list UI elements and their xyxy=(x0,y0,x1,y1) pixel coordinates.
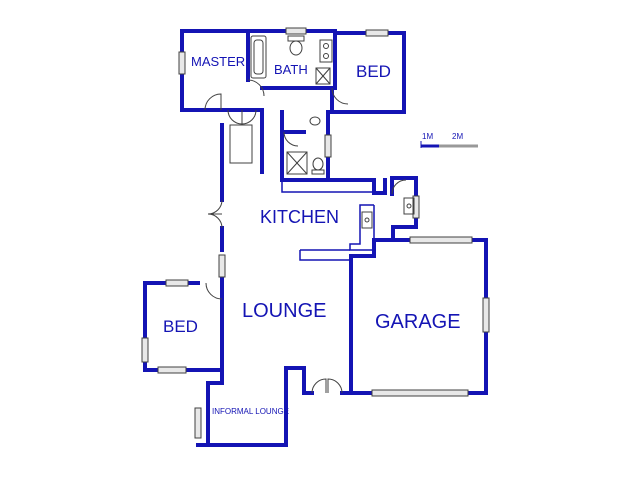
basin-icon xyxy=(319,39,333,63)
window-corridor xyxy=(218,254,226,278)
basin-drain-1 xyxy=(323,43,329,49)
window-garage-top xyxy=(409,236,473,244)
window-master xyxy=(178,51,186,75)
shower-cross-2 xyxy=(315,67,331,85)
bathtub-inner xyxy=(253,39,264,75)
window-garage-door xyxy=(371,389,469,397)
scale-label-2m: 2M xyxy=(452,132,464,141)
window-garage-side xyxy=(482,297,490,333)
doors xyxy=(204,79,407,394)
window-pantry xyxy=(412,195,420,219)
wall-lounge-bottom-2 xyxy=(196,366,314,447)
room-label-garage: GARAGE xyxy=(375,311,461,333)
door-lounge-bottom-b xyxy=(327,378,343,394)
pantry-sink-icon xyxy=(403,197,415,215)
wall-bed-left xyxy=(143,281,224,372)
pantry-sink-drain xyxy=(406,203,412,209)
toilet-tank-icon xyxy=(287,35,305,42)
fixtures xyxy=(229,35,415,229)
wall-informal-lounge xyxy=(196,368,224,447)
small-toilet-icon xyxy=(312,157,324,171)
door-bath xyxy=(247,79,265,97)
toilet-bowl-icon xyxy=(289,40,303,56)
room-label-master: MASTER xyxy=(191,54,246,69)
counter-top xyxy=(281,179,375,193)
room-label-informal-lounge: INFORMAL LOUNGE xyxy=(212,407,290,416)
walls xyxy=(143,29,488,447)
kitchen-sink-drain xyxy=(364,217,370,223)
windows xyxy=(141,27,490,439)
door-bed-top xyxy=(331,87,349,105)
door-small-bath xyxy=(283,131,299,147)
counter-bottom xyxy=(299,250,350,261)
door-lounge-side-a xyxy=(207,199,223,215)
scale-bar xyxy=(420,141,478,148)
window-small-bath xyxy=(324,134,332,158)
wall-master-outer xyxy=(180,29,337,112)
bathtub-icon xyxy=(250,35,267,79)
scale-label-1m: 1M xyxy=(422,132,434,141)
corridor-bath-icon xyxy=(229,124,253,164)
window-informal xyxy=(194,407,202,439)
room-label-lounge: LOUNGE xyxy=(242,300,327,322)
small-basin-icon xyxy=(309,116,321,126)
window-bed-top xyxy=(365,29,389,37)
door-master xyxy=(204,93,222,111)
small-toilet-tank xyxy=(311,169,325,175)
basin-drain-2 xyxy=(323,53,329,59)
door-pantry xyxy=(391,179,407,195)
small-shower-icon xyxy=(286,151,308,175)
counter-right xyxy=(349,204,375,251)
door-corridor-a xyxy=(227,109,243,125)
shower-icon xyxy=(315,67,331,85)
window-bed-left-top xyxy=(165,279,189,287)
window-bath xyxy=(285,27,307,35)
door-lounge-bottom-a xyxy=(311,378,327,394)
room-label-bath: BATH xyxy=(274,62,308,77)
room-label-bed-top: BED xyxy=(356,62,391,81)
kitchen-sink-icon xyxy=(361,211,373,229)
door-lounge-side-b xyxy=(207,213,223,229)
wall-pantry xyxy=(372,176,418,258)
room-label-kitchen: KITCHEN xyxy=(260,207,340,227)
window-bed-left-bottom xyxy=(157,366,187,374)
kitchen-counters xyxy=(281,179,375,261)
small-shower-cross-2 xyxy=(286,151,308,175)
window-bed-left-side xyxy=(141,337,149,363)
door-bed-left xyxy=(205,282,223,300)
door-corridor-b xyxy=(241,109,257,125)
room-label-bed-left: BED xyxy=(163,317,198,336)
wall-kitchen-right xyxy=(372,178,387,195)
